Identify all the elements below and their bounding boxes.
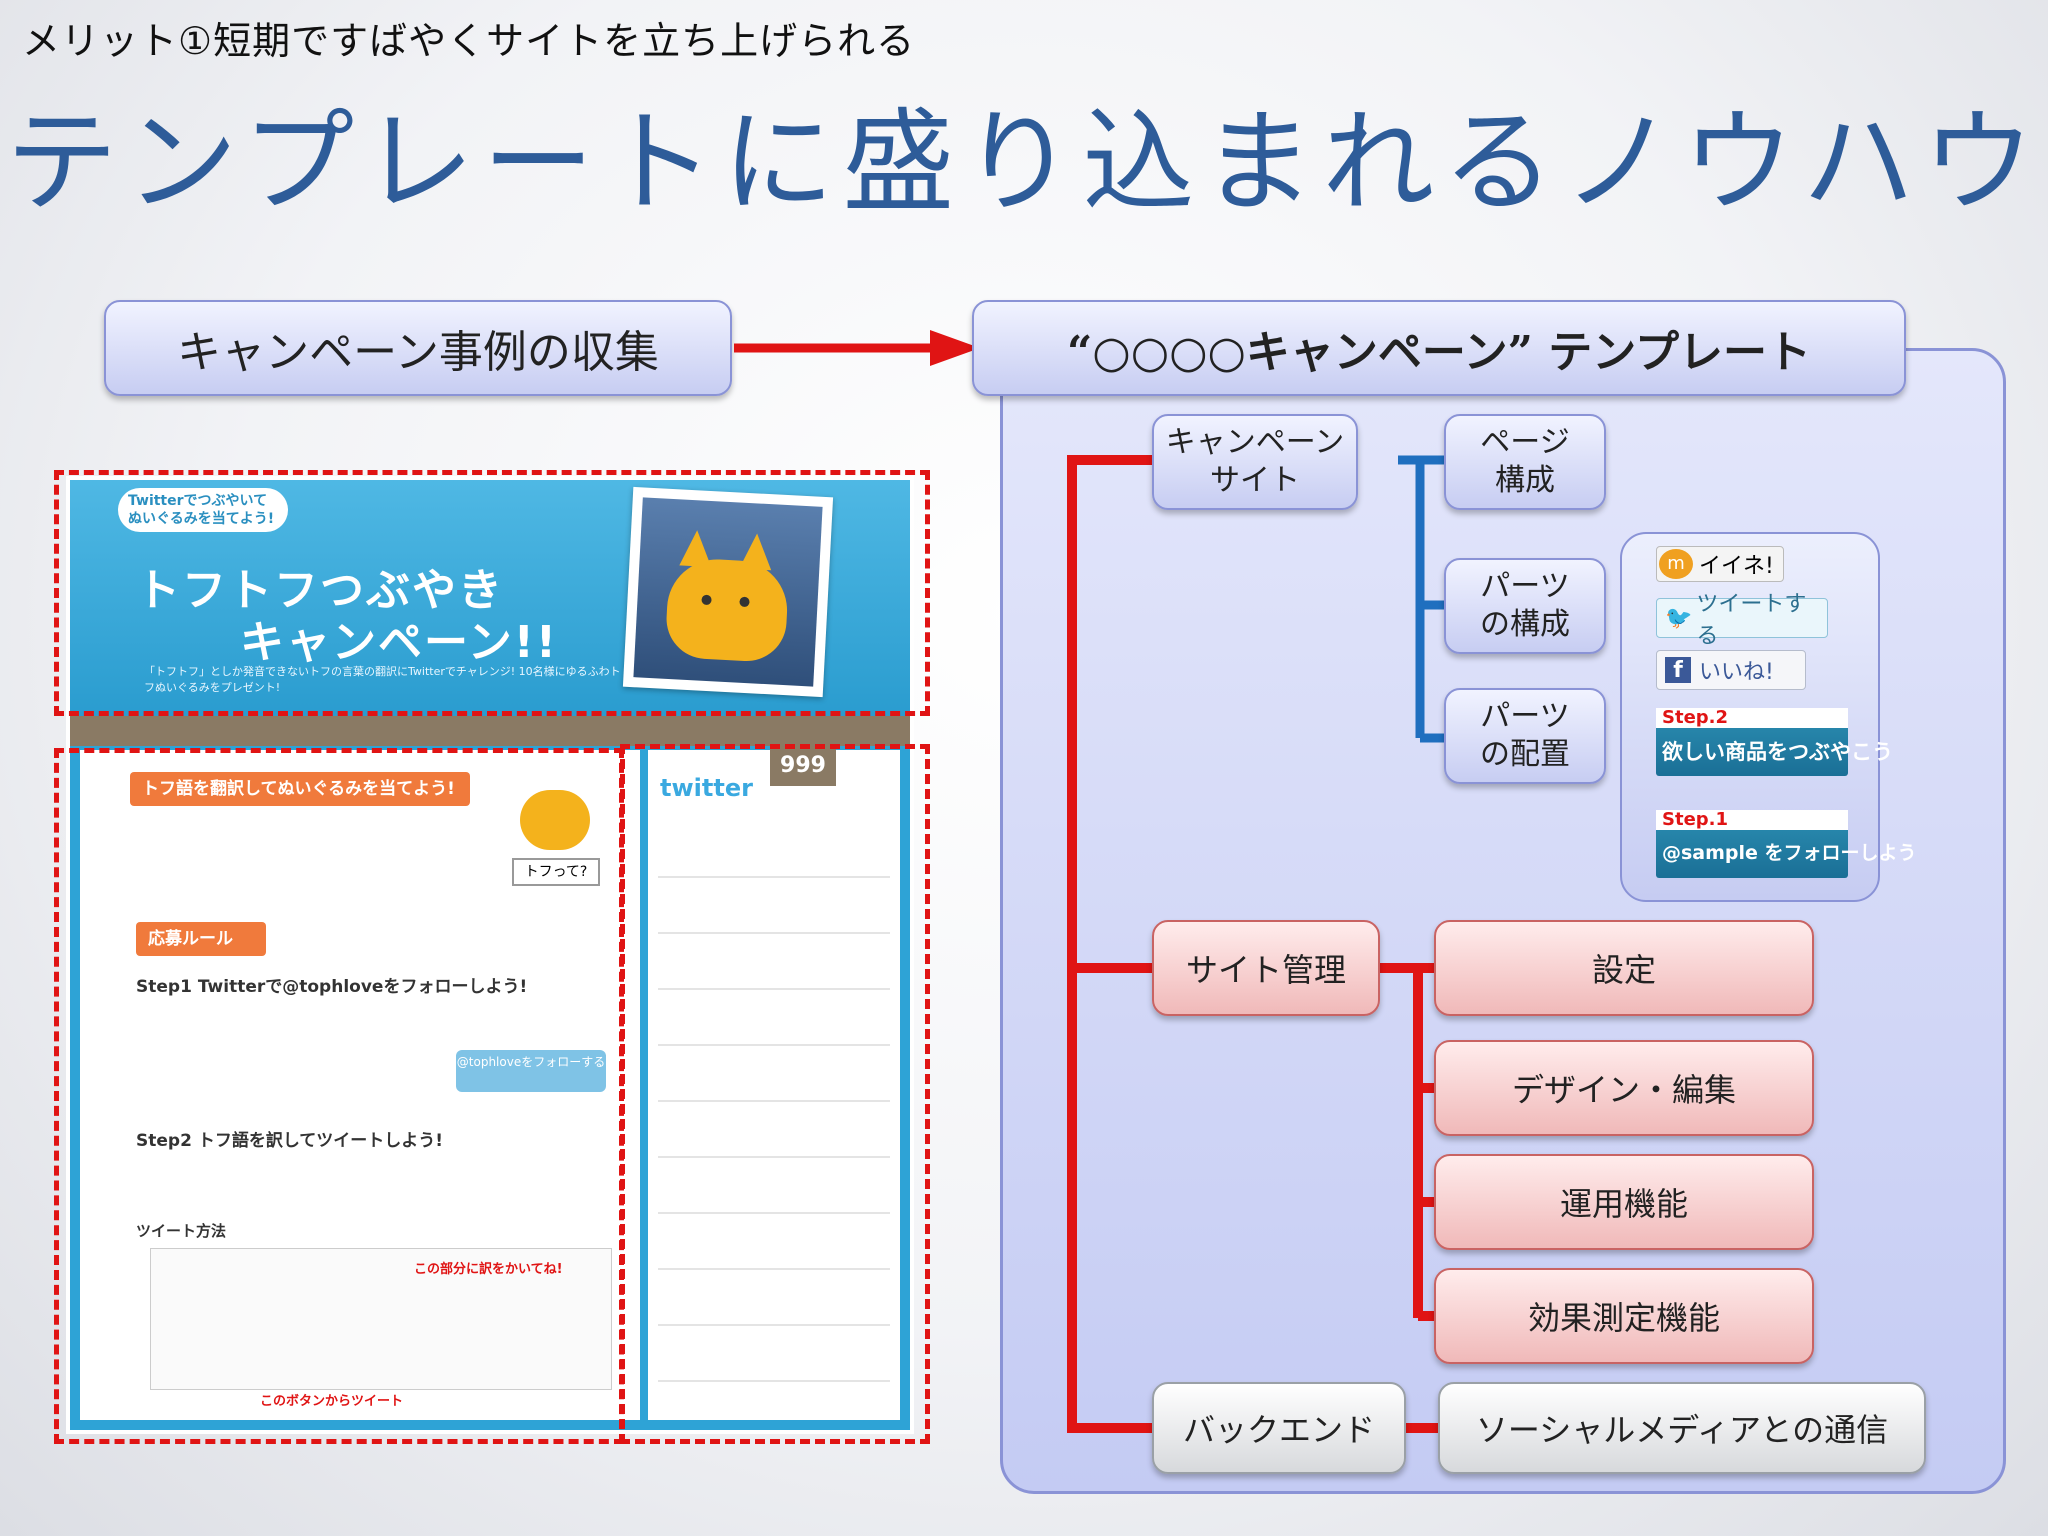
campaign-site-screenshot: Twitterでつぶやいて ぬいぐるみを当てよう! トフトフつぶやき キャンペー…	[70, 480, 910, 1430]
mascot	[520, 790, 590, 850]
main-column: トフ語を翻訳してぬいぐるみを当てよう! トフって? 応募ルール Step1 Tw…	[80, 750, 640, 1420]
section-title: トフ語を翻訳してぬいぐるみを当てよう!	[130, 772, 470, 806]
callout-bottom: このボタンからツイート	[260, 1394, 404, 1409]
tweet-button-label: ツイートする	[1696, 592, 1807, 649]
flow-arrow	[734, 330, 980, 366]
settings-node: 設定	[1434, 920, 1814, 1016]
header-highlight	[54, 470, 930, 716]
step1-label: Step.1	[1656, 810, 1848, 830]
site-header: Twitterでつぶやいて ぬいぐるみを当てよう! トフトフつぶやき キャンペー…	[70, 480, 910, 716]
header-headline-1: トフトフつぶやき	[136, 565, 504, 616]
iine-label: イイネ!	[1699, 554, 1774, 579]
callout-top: この部分に訳をかいてね!	[414, 1262, 563, 1277]
tweet-button: 🐦 ツイートする	[1656, 592, 1828, 649]
step1-text: @sample をフォローしよう	[1662, 842, 1917, 864]
parts-structure-line1: パーツ	[1480, 569, 1570, 604]
parts-layout-line2: の配置	[1480, 737, 1570, 772]
effect-measure-node: 効果測定機能	[1434, 1268, 1814, 1364]
sidebar-highlight	[620, 744, 930, 1444]
campaign-site-line1: キャンペーン	[1165, 425, 1345, 460]
follow-button: @tophloveをフォローする	[456, 1050, 606, 1092]
parts-structure-node: パーツ の構成	[1444, 558, 1606, 654]
parts-structure-line2: の構成	[1480, 607, 1570, 642]
tweet-method-box	[150, 1248, 612, 1390]
slide-title: テンプレートに盛り込まれるノウハウ	[5, 98, 2043, 228]
social-media-node: ソーシャルメディアとの通信	[1438, 1382, 1926, 1474]
header-headline-2: キャンペーン!!	[240, 617, 558, 668]
campaign-site-line2: サイト	[1210, 463, 1300, 498]
step1-banner: Step.1 @sample をフォローしよう	[1656, 810, 1917, 878]
rules-title: 応募ルール	[136, 922, 266, 956]
twitter-logo: twitter	[660, 774, 753, 802]
bird-icon: 🐦	[1665, 605, 1693, 631]
step2-text: 欲しい商品をつぶやこう	[1662, 740, 1893, 764]
backend-node: バックエンド	[1152, 1382, 1406, 1474]
share-strip	[70, 716, 910, 746]
tweet-method-heading: ツイート方法	[136, 1222, 227, 1240]
design-edit-node: デザイン・編集	[1434, 1040, 1814, 1136]
step2-label: Step.2	[1656, 708, 1848, 728]
tweet-feed	[658, 822, 890, 1412]
main-highlight	[54, 748, 624, 1444]
page-structure-line2: 構成	[1495, 463, 1555, 498]
iine-badge: m イイネ!	[1656, 546, 1784, 582]
header-lead: 「トフトフ」としか発音できないトフの言葉の翻訳にTwitterでチャレンジ! 1…	[144, 665, 621, 694]
parts-layout-line1: パーツ	[1480, 699, 1570, 734]
template-title-box: “○○○○キャンペーン” テンプレート	[972, 300, 1906, 396]
facebook-like-button: f いいね!	[1656, 650, 1806, 690]
step2-heading: Step2 トフ語を訳してツイートしよう!	[136, 1131, 444, 1151]
case-collection-box: キャンペーン事例の収集	[104, 300, 732, 396]
header-bubble: Twitterでつぶやいて ぬいぐるみを当てよう!	[118, 488, 288, 532]
site-admin-node: サイト管理	[1152, 920, 1380, 1016]
operation-node: 運用機能	[1434, 1154, 1814, 1250]
step2-banner: Step.2 欲しい商品をつぶやこう	[1656, 708, 1893, 776]
twitter-sidebar: twitter 999	[648, 746, 900, 1420]
step1-heading: Step1 Twitterで@tophloveをフォローしよう!	[136, 977, 528, 997]
tofte-button: トフって?	[512, 858, 600, 886]
facebook-icon: f	[1665, 657, 1691, 683]
campaign-site-node: キャンペーン サイト	[1152, 414, 1358, 510]
page-structure-node: ページ 構成	[1444, 414, 1606, 510]
tweet-counter: 999	[770, 746, 836, 786]
mixi-icon: m	[1659, 549, 1693, 579]
slide-subtitle: メリット①短期ですばやくサイトを立ち上げられる	[22, 19, 916, 63]
page-structure-line1: ページ	[1480, 425, 1570, 460]
parts-layout-node: パーツ の配置	[1444, 688, 1606, 784]
like-label: いいね!	[1699, 660, 1774, 685]
